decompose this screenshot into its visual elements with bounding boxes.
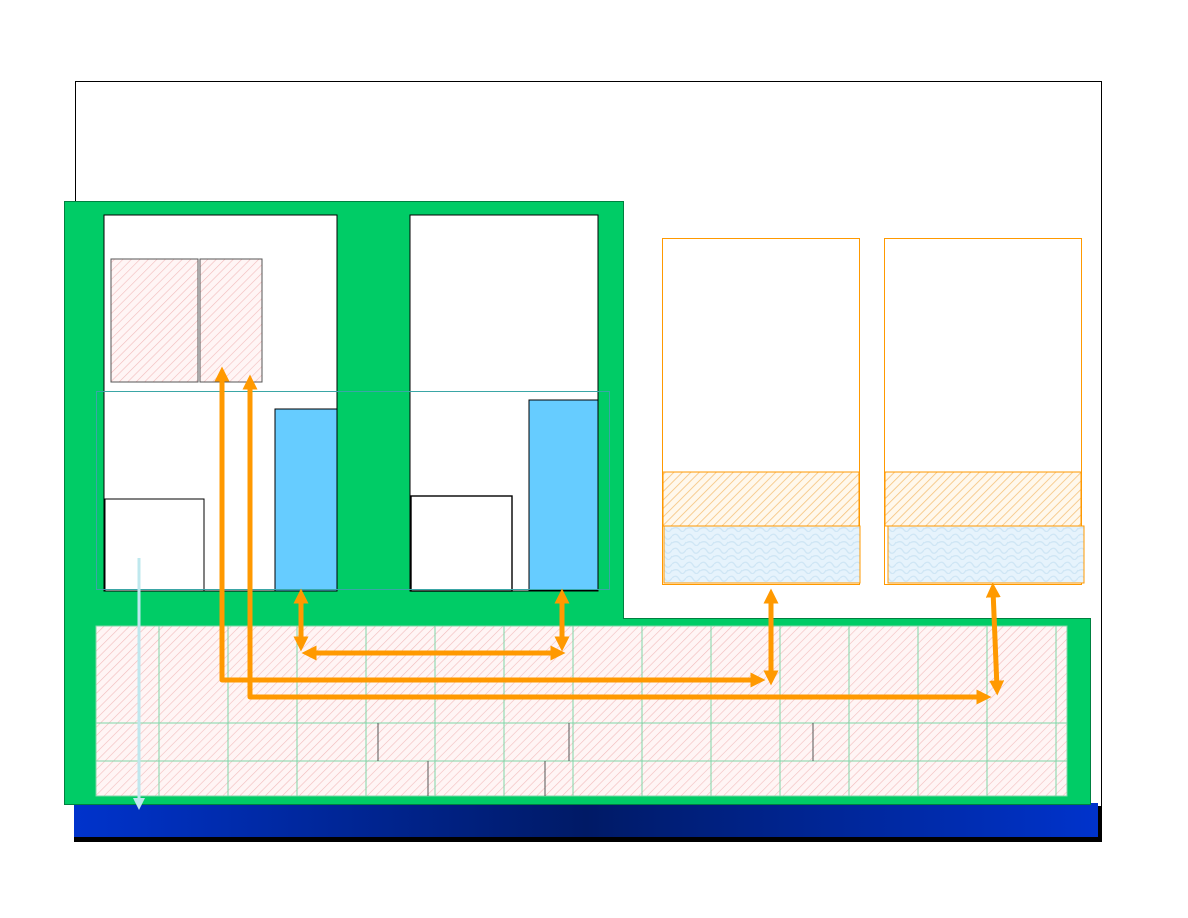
- orange-box-1-hatch: [662, 471, 860, 527]
- hatched-box-2: [199, 258, 263, 383]
- orange-box-1-ice: [663, 525, 861, 584]
- orange-box-2-ice: [887, 525, 1085, 584]
- base-bar: [74, 803, 1098, 837]
- bottom-grid: [95, 625, 1068, 797]
- grid-row-3: [96, 761, 1067, 796]
- right-blue-bar: [528, 399, 599, 591]
- hatched-box-1: [110, 258, 199, 383]
- right-small-box: [410, 495, 513, 592]
- left-small-box: [104, 498, 205, 592]
- orange-box-2-hatch: [884, 471, 1082, 527]
- double-headed-arrow-icon: [985, 582, 1005, 696]
- double-headed-arrow-icon: [242, 374, 992, 705]
- left-blue-bar: [274, 408, 338, 592]
- grid-row-1: [96, 626, 1067, 723]
- grid-row-2: [96, 723, 1067, 761]
- connection-arrows: [214, 366, 1005, 705]
